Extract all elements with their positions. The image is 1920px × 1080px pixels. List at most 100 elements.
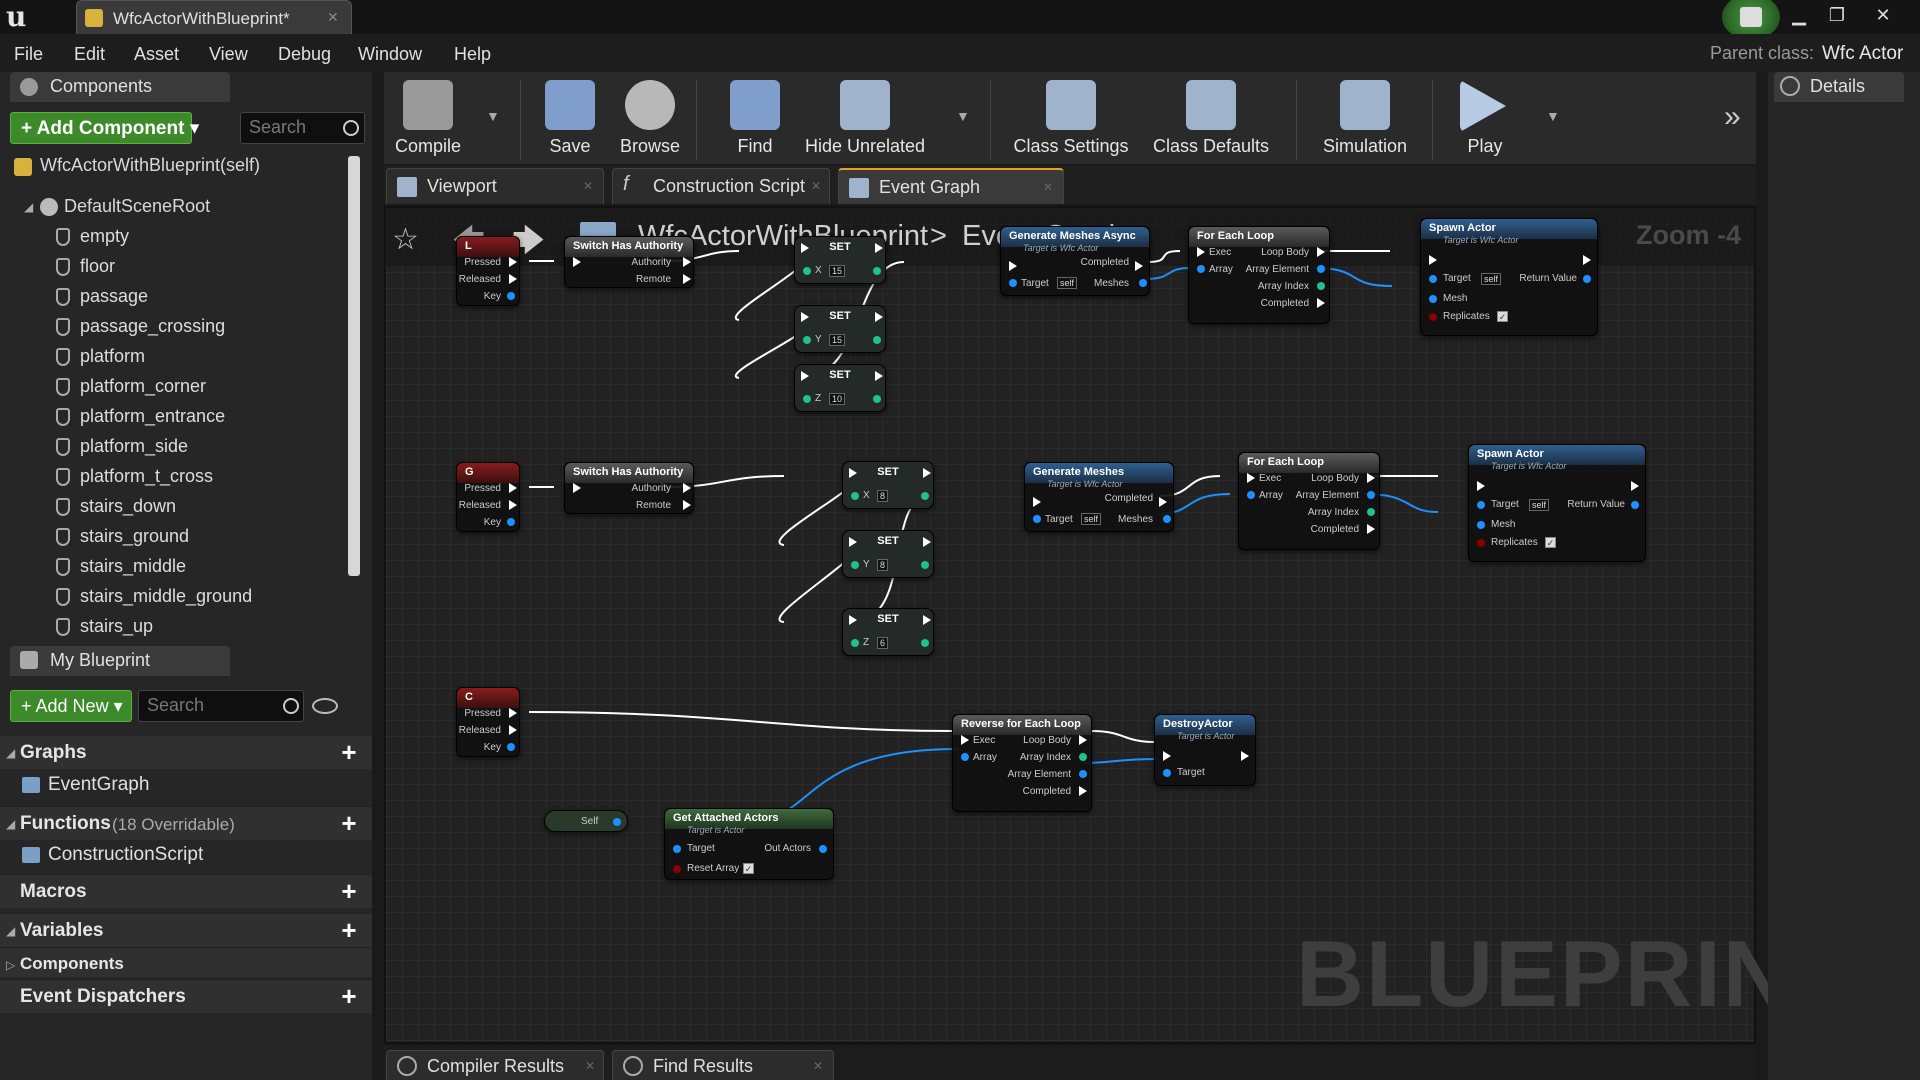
- exec-pin-icon[interactable]: [849, 615, 857, 625]
- hide-unrelated-button[interactable]: Hide Unrelated: [800, 76, 930, 164]
- tree-item-default-scene-root[interactable]: DefaultSceneRoot: [64, 196, 211, 216]
- data-pin-icon[interactable]: [1197, 265, 1205, 273]
- data-pin-icon[interactable]: [873, 267, 881, 275]
- data-pin-icon[interactable]: [1367, 491, 1375, 499]
- exec-pin-icon[interactable]: [923, 537, 931, 547]
- data-pin-icon[interactable]: [803, 395, 811, 403]
- replicates-checkbox[interactable]: ✓: [1545, 537, 1556, 548]
- exec-pin-icon[interactable]: [875, 371, 883, 381]
- exec-pin-icon[interactable]: [875, 312, 883, 322]
- my-blueprint-tab[interactable]: [10, 646, 230, 676]
- data-pin-icon[interactable]: [1317, 282, 1325, 290]
- data-pin-icon[interactable]: [673, 845, 681, 853]
- save-button[interactable]: Save: [532, 76, 608, 164]
- close-tab-icon[interactable]: ✕: [327, 9, 339, 25]
- menu-debug[interactable]: Debug: [278, 44, 332, 64]
- tree-item-component[interactable]: floor: [56, 254, 336, 282]
- exec-pin-icon[interactable]: [923, 468, 931, 478]
- exec-pin-icon[interactable]: [1477, 481, 1485, 491]
- set-value-box[interactable]: 10: [829, 393, 846, 405]
- data-pin-icon[interactable]: [851, 492, 859, 500]
- section-functions[interactable]: ◢Functions(18 Overridable)+: [0, 806, 372, 840]
- section-components[interactable]: ▷Components: [0, 947, 372, 977]
- target-self-box[interactable]: self: [1057, 277, 1078, 289]
- data-pin-icon[interactable]: [1163, 769, 1171, 777]
- data-pin-icon[interactable]: [873, 336, 881, 344]
- close-tab-icon[interactable]: ✕: [813, 1059, 824, 1073]
- data-pin-icon[interactable]: [873, 395, 881, 403]
- add-component-button[interactable]: + Add Component ▾: [10, 112, 199, 144]
- find-button[interactable]: Find: [714, 76, 796, 164]
- add-event-dispatcher-icon[interactable]: +: [341, 981, 357, 1011]
- expand-arrow-icon[interactable]: ◢: [24, 200, 34, 214]
- exec-pin-icon[interactable]: [875, 243, 883, 253]
- exec-pin-icon[interactable]: [1197, 247, 1205, 257]
- add-new-button[interactable]: + Add New ▾: [10, 690, 132, 722]
- exec-pin-icon[interactable]: [509, 483, 517, 493]
- data-pin-icon[interactable]: [921, 639, 929, 647]
- data-pin-icon[interactable]: [1583, 275, 1591, 283]
- exec-pin-icon[interactable]: [1079, 735, 1087, 745]
- menu-asset[interactable]: Asset: [134, 44, 180, 64]
- add-variable-icon[interactable]: +: [341, 915, 357, 945]
- star-icon[interactable]: ☆: [392, 223, 419, 256]
- tree-item-component[interactable]: stairs_ground: [56, 524, 336, 552]
- exec-pin-icon[interactable]: [1367, 524, 1375, 534]
- data-pin-icon[interactable]: [613, 818, 621, 826]
- data-pin-icon[interactable]: [507, 743, 515, 751]
- exec-pin-icon[interactable]: [1241, 751, 1249, 761]
- exec-pin-icon[interactable]: [683, 500, 691, 510]
- component-self-item[interactable]: WfcActorWithBlueprint(self): [40, 155, 261, 175]
- set-value-box[interactable]: 8: [877, 490, 889, 502]
- data-pin-icon[interactable]: [819, 845, 827, 853]
- data-pin-icon[interactable]: [1163, 515, 1171, 523]
- close-tab-icon[interactable]: ✕: [585, 1059, 596, 1073]
- section-macros[interactable]: Macros+: [0, 874, 372, 908]
- my-blueprint-search-input[interactable]: Search: [138, 690, 304, 722]
- toolbar-overflow-icon[interactable]: »: [1724, 100, 1741, 133]
- exec-pin-icon[interactable]: [849, 468, 857, 478]
- exec-pin-icon[interactable]: [849, 537, 857, 547]
- self-reference-node[interactable]: Self: [544, 810, 628, 832]
- exec-pin-icon[interactable]: [1135, 261, 1143, 271]
- section-graphs[interactable]: ◢Graphs+: [0, 735, 372, 769]
- data-pin-icon[interactable]: [1429, 313, 1437, 321]
- tree-item-component[interactable]: empty: [56, 224, 336, 252]
- source-control-badge-icon[interactable]: [1722, 0, 1780, 40]
- exec-pin-icon[interactable]: [801, 243, 809, 253]
- simulation-button[interactable]: Simulation: [1310, 76, 1420, 164]
- set-value-box[interactable]: 8: [877, 559, 889, 571]
- target-self-box[interactable]: self: [1081, 513, 1102, 525]
- data-pin-icon[interactable]: [1429, 275, 1437, 283]
- data-pin-icon[interactable]: [1009, 279, 1017, 287]
- tree-item-component[interactable]: platform_entrance: [56, 404, 336, 432]
- data-pin-icon[interactable]: [507, 518, 515, 526]
- set-value-box[interactable]: 15: [829, 334, 846, 346]
- tree-item-component[interactable]: stairs_middle: [56, 554, 336, 582]
- data-pin-icon[interactable]: [803, 267, 811, 275]
- exec-pin-icon[interactable]: [1079, 786, 1087, 796]
- exec-pin-icon[interactable]: [923, 615, 931, 625]
- data-pin-icon[interactable]: [1477, 521, 1485, 529]
- class-settings-button[interactable]: Class Settings: [1010, 76, 1132, 164]
- restore-icon[interactable]: ❐: [1828, 5, 1846, 25]
- set-value-box[interactable]: 6: [877, 637, 889, 649]
- exec-pin-icon[interactable]: [509, 500, 517, 510]
- add-macro-icon[interactable]: +: [341, 876, 357, 906]
- data-pin-icon[interactable]: [673, 865, 681, 873]
- data-pin-icon[interactable]: [1477, 501, 1485, 509]
- exec-pin-icon[interactable]: [1429, 255, 1437, 265]
